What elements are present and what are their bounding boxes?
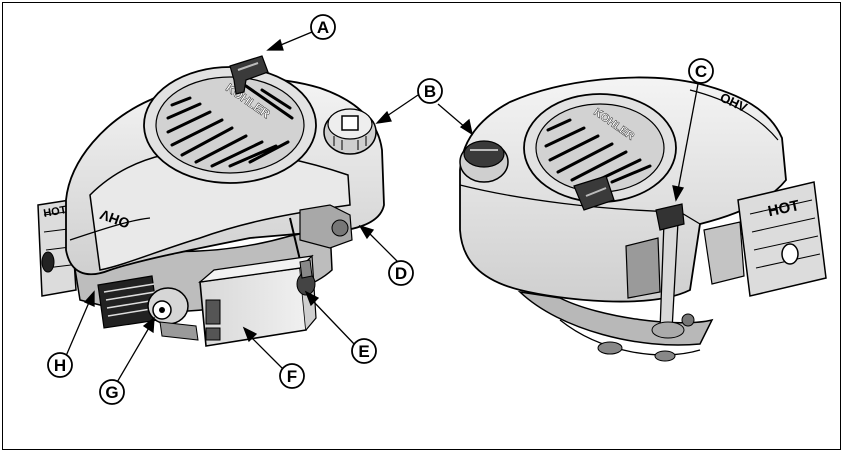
callout-a: A	[311, 15, 335, 39]
svg-text:D: D	[395, 264, 407, 283]
oil-fill-cap-right	[460, 141, 508, 182]
svg-text:C: C	[695, 62, 707, 81]
engine-right: OHV KOHLER	[460, 78, 826, 361]
svg-text:B: B	[424, 82, 436, 101]
callout-e: E	[352, 339, 376, 363]
callout-h: H	[48, 353, 72, 377]
svg-text:F: F	[287, 367, 297, 386]
svg-text:G: G	[105, 383, 118, 402]
callout-c: C	[689, 59, 713, 83]
air-cleaner-left	[200, 256, 316, 346]
callout-g: G	[100, 380, 124, 404]
svg-text:H: H	[54, 356, 66, 375]
oil-fill-cap-left	[324, 109, 376, 154]
svg-text:A: A	[317, 18, 329, 37]
side-vent-right	[626, 238, 660, 298]
callout-f: F	[280, 364, 304, 388]
callout-d: D	[389, 261, 413, 285]
recoil-starter-left: KOHLER	[144, 67, 316, 183]
svg-text:E: E	[358, 342, 369, 361]
callout-b: B	[418, 79, 442, 103]
